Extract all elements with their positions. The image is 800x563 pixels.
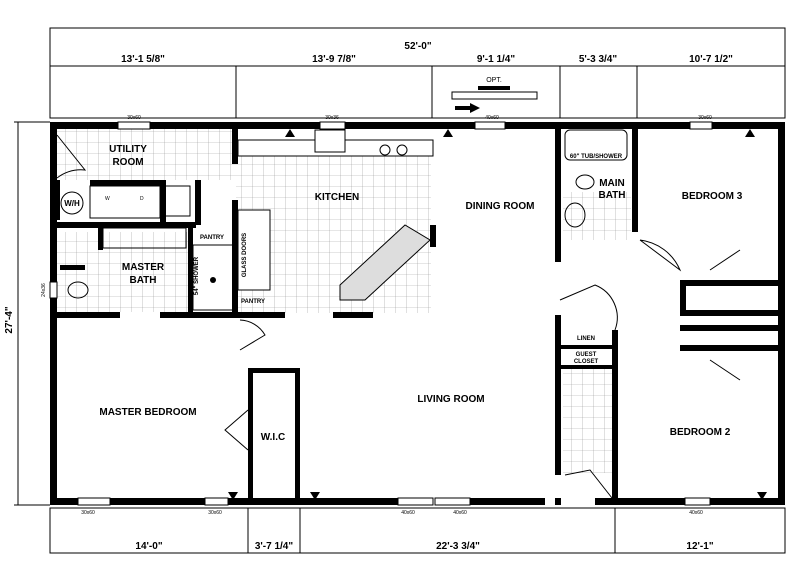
dim-top-1: 13'-1 5/8" xyxy=(121,54,165,65)
dryer-label: D xyxy=(140,196,144,202)
master-bath-label-2: BATH xyxy=(129,275,156,286)
main-bath-label-2: BATH xyxy=(598,190,625,201)
windows xyxy=(49,121,713,506)
dim-bottom-4: 12'-1" xyxy=(686,541,713,552)
window-label: 30x60 xyxy=(208,510,222,516)
toilet-icon xyxy=(67,281,89,299)
dim-top-4: 5'-3 3/4" xyxy=(579,54,618,65)
vanity-icon xyxy=(102,227,187,249)
living-room-label: LIVING ROOM xyxy=(417,394,484,405)
smoke-detector-icons xyxy=(228,129,767,500)
dimension-lines xyxy=(14,27,786,554)
window-label: 30x60 xyxy=(81,510,95,516)
dim-bottom-1: 14'-0" xyxy=(135,541,162,552)
tub-label: 60" TUB/SHOWER xyxy=(570,154,623,160)
kitchen-island xyxy=(339,224,431,301)
window-label: 40x60 xyxy=(689,510,703,516)
water-heater-label: W/H xyxy=(64,199,80,208)
bedroom-2-label: BEDROOM 2 xyxy=(670,427,731,438)
master-bath-label: MASTER xyxy=(122,262,165,273)
window-label: 30x60 xyxy=(698,115,712,121)
washer-dryer xyxy=(89,185,161,219)
main-bath-label: MAIN xyxy=(599,178,625,189)
overall-width: 52'-0" xyxy=(404,41,431,52)
glass-doors-label: GLASS DOORS xyxy=(242,233,248,277)
dim-top-2: 13'-9 7/8" xyxy=(312,54,356,65)
guest-closet-label: GUEST xyxy=(576,352,597,358)
window-label: 40x60 xyxy=(453,510,467,516)
window-label: 40x60 xyxy=(485,115,499,121)
opt-door-outline xyxy=(451,91,538,100)
water-heater-icon xyxy=(60,191,84,215)
master-bedroom-label: MASTER BEDROOM xyxy=(99,407,196,418)
guest-closet-label-2: CLOSET xyxy=(574,359,599,365)
wic-label: W.I.C xyxy=(261,432,285,443)
walls xyxy=(50,122,785,505)
dim-bottom-2: 3'-7 1/4" xyxy=(255,541,294,552)
dim-top-5: 10'-7 1/2" xyxy=(689,54,733,65)
window-label: 40x60 xyxy=(401,510,415,516)
toilet-icon xyxy=(575,174,595,190)
opt-door-marker xyxy=(478,86,510,90)
window-label: 24x36 xyxy=(41,283,47,297)
linen-label: LINEN xyxy=(577,336,595,342)
fixtures xyxy=(60,129,628,311)
overall-depth: 27'-4" xyxy=(4,306,15,333)
sink-icon xyxy=(314,129,346,153)
tub-icon xyxy=(564,129,628,161)
doors xyxy=(56,134,741,499)
shower-label: 54" SHOWER xyxy=(194,256,200,295)
pantry-label-2: PANTRY xyxy=(241,299,265,305)
dining-room-label: DINING ROOM xyxy=(466,201,535,212)
kitchen-label: KITCHEN xyxy=(315,192,359,203)
pantry-label: PANTRY xyxy=(200,235,224,241)
dim-top-3: 9'-1 1/4" xyxy=(477,54,516,65)
arrow-icon xyxy=(455,103,480,113)
sink-icon xyxy=(564,202,586,228)
opt-label: OPT. xyxy=(486,77,502,84)
shower-icon xyxy=(192,244,234,311)
window-label: 30x36 xyxy=(325,115,339,121)
dim-bottom-3: 22'-3 3/4" xyxy=(436,541,480,552)
window-label: 30x60 xyxy=(127,115,141,121)
washer-label: W xyxy=(105,196,110,202)
bedroom-3-label: BEDROOM 3 xyxy=(682,191,743,202)
utility-room-label: UTILITY xyxy=(109,144,147,155)
utility-room-label-2: ROOM xyxy=(112,157,143,168)
kitchen-counters xyxy=(237,129,434,301)
